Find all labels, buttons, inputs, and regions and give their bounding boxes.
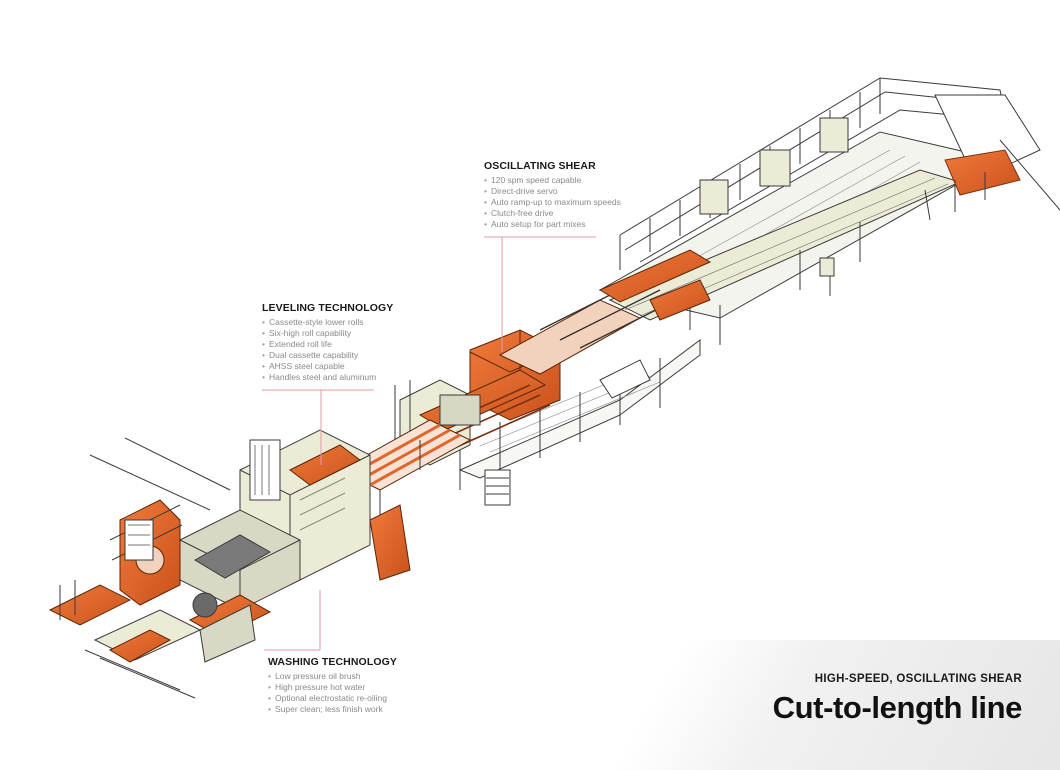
strip-conveyor [338, 419, 472, 581]
leader-lines [262, 236, 596, 651]
callout-heading: OSCILLATING SHEAR [484, 160, 596, 172]
leveling-leader [262, 389, 374, 465]
feature-item: Auto setup for part mixes [484, 219, 621, 230]
washing-leader [264, 590, 321, 651]
shear-leader [484, 236, 596, 352]
feature-item: AHSS steel capable [262, 361, 393, 372]
shear-catwalk [458, 339, 701, 506]
feature-item: Cassette-style lower rolls [262, 317, 393, 328]
coil-car [48, 580, 272, 699]
feature-item: High pressure hot water [268, 682, 397, 693]
callout-heading: WASHING TECHNOLOGY [268, 656, 397, 668]
feature-item: Dual cassette capability [262, 350, 393, 361]
title-panel-background [560, 640, 1060, 770]
washing-technology-callout: WASHING TECHNOLOGY Low pressure oil brus… [268, 656, 397, 715]
oscillating-shear-callout: OSCILLATING SHEAR 120 spm speed capable … [484, 160, 621, 230]
feature-item: Direct-drive servo [484, 186, 621, 197]
feature-list: 120 spm speed capable Direct-drive servo… [484, 175, 621, 230]
feature-item: Optional electrostatic re-oiling [268, 693, 397, 704]
feature-item: 120 spm speed capable [484, 175, 621, 186]
feature-item: Extended roll life [262, 339, 393, 350]
feature-item: Super clean; less finish work [268, 704, 397, 715]
feature-item: Handles steel and aluminum [262, 372, 393, 383]
feature-item: Auto ramp-up to maximum speeds [484, 197, 621, 208]
leveling-technology-callout: LEVELING TECHNOLOGY Cassette-style lower… [262, 302, 393, 383]
feature-item: Six-high roll capability [262, 328, 393, 339]
feature-item: Low pressure oil brush [268, 671, 397, 682]
main-title: Cut-to-length line [772, 690, 1023, 725]
feature-list: Low pressure oil brush High pressure hot… [268, 671, 397, 715]
feature-list: Cassette-style lower rolls Six-high roll… [262, 317, 393, 383]
subtitle: HIGH-SPEED, OSCILLATING SHEAR [814, 673, 1022, 685]
callout-heading: LEVELING TECHNOLOGY [262, 302, 394, 314]
entry-section [89, 437, 301, 611]
feature-item: Clutch-free drive [484, 208, 621, 219]
